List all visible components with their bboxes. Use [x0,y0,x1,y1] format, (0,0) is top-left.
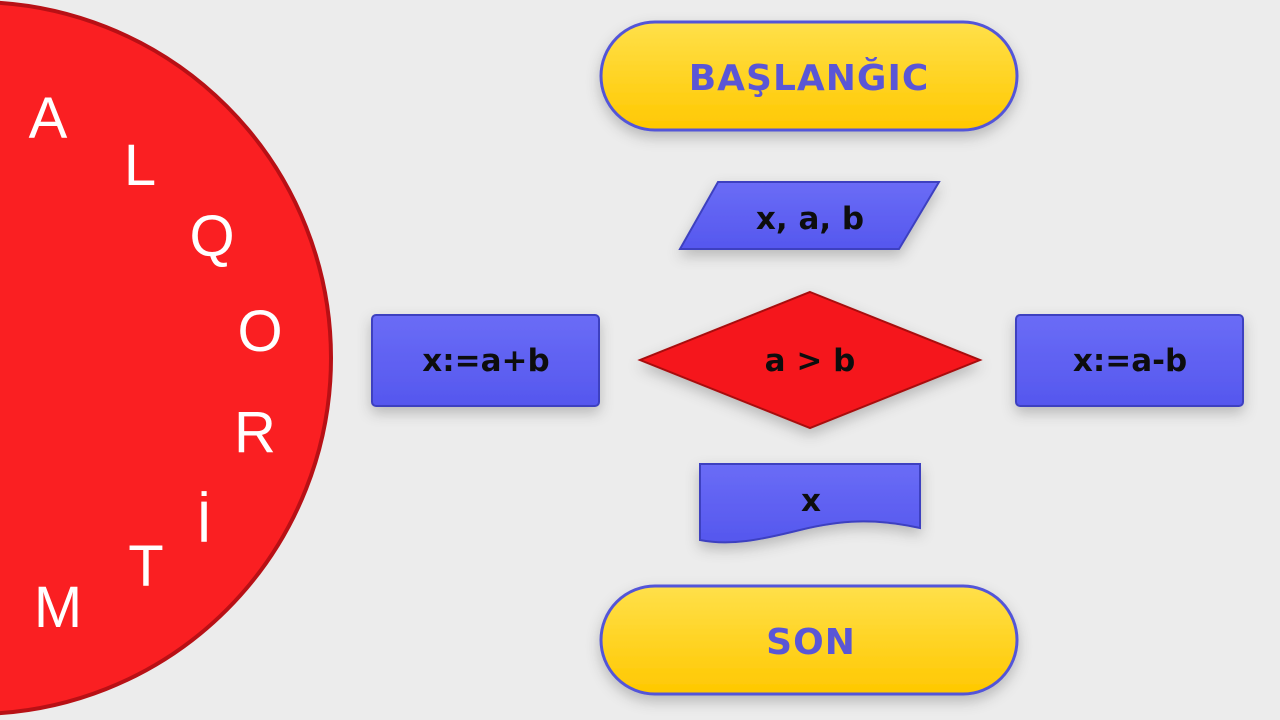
end-terminal: SON [599,584,1019,696]
circle-letter-3: Q [189,204,234,269]
circle-letter-1: A [29,86,68,151]
input-label: x, a, b [756,201,864,237]
circle-letter-6: İ [196,490,212,555]
end-label: SON [766,622,856,663]
algoritm-circle: A L Q O R İ T M [0,0,333,716]
decision-label: a > b [765,343,856,379]
input-shape: x, a, b [678,181,941,250]
decision-shape: a > b [637,290,983,430]
output-shape: x [699,463,921,544]
circle-letter-5: R [234,400,276,465]
right-process: x:=a-b [1015,314,1244,407]
circle-letter-7: T [128,534,163,599]
circle-letter-4: O [237,299,282,364]
start-label: BAŞLANĞIC [689,57,930,99]
start-terminal: BAŞLANĞIC [599,20,1019,132]
red-circle [0,0,333,716]
left-process: x:=a+b [371,314,600,407]
circle-letter-8: M [34,575,82,640]
right-process-label: x:=a-b [1073,343,1187,379]
left-process-label: x:=a+b [422,343,549,379]
circle-letter-2: L [124,133,156,198]
output-label: x [801,483,821,519]
